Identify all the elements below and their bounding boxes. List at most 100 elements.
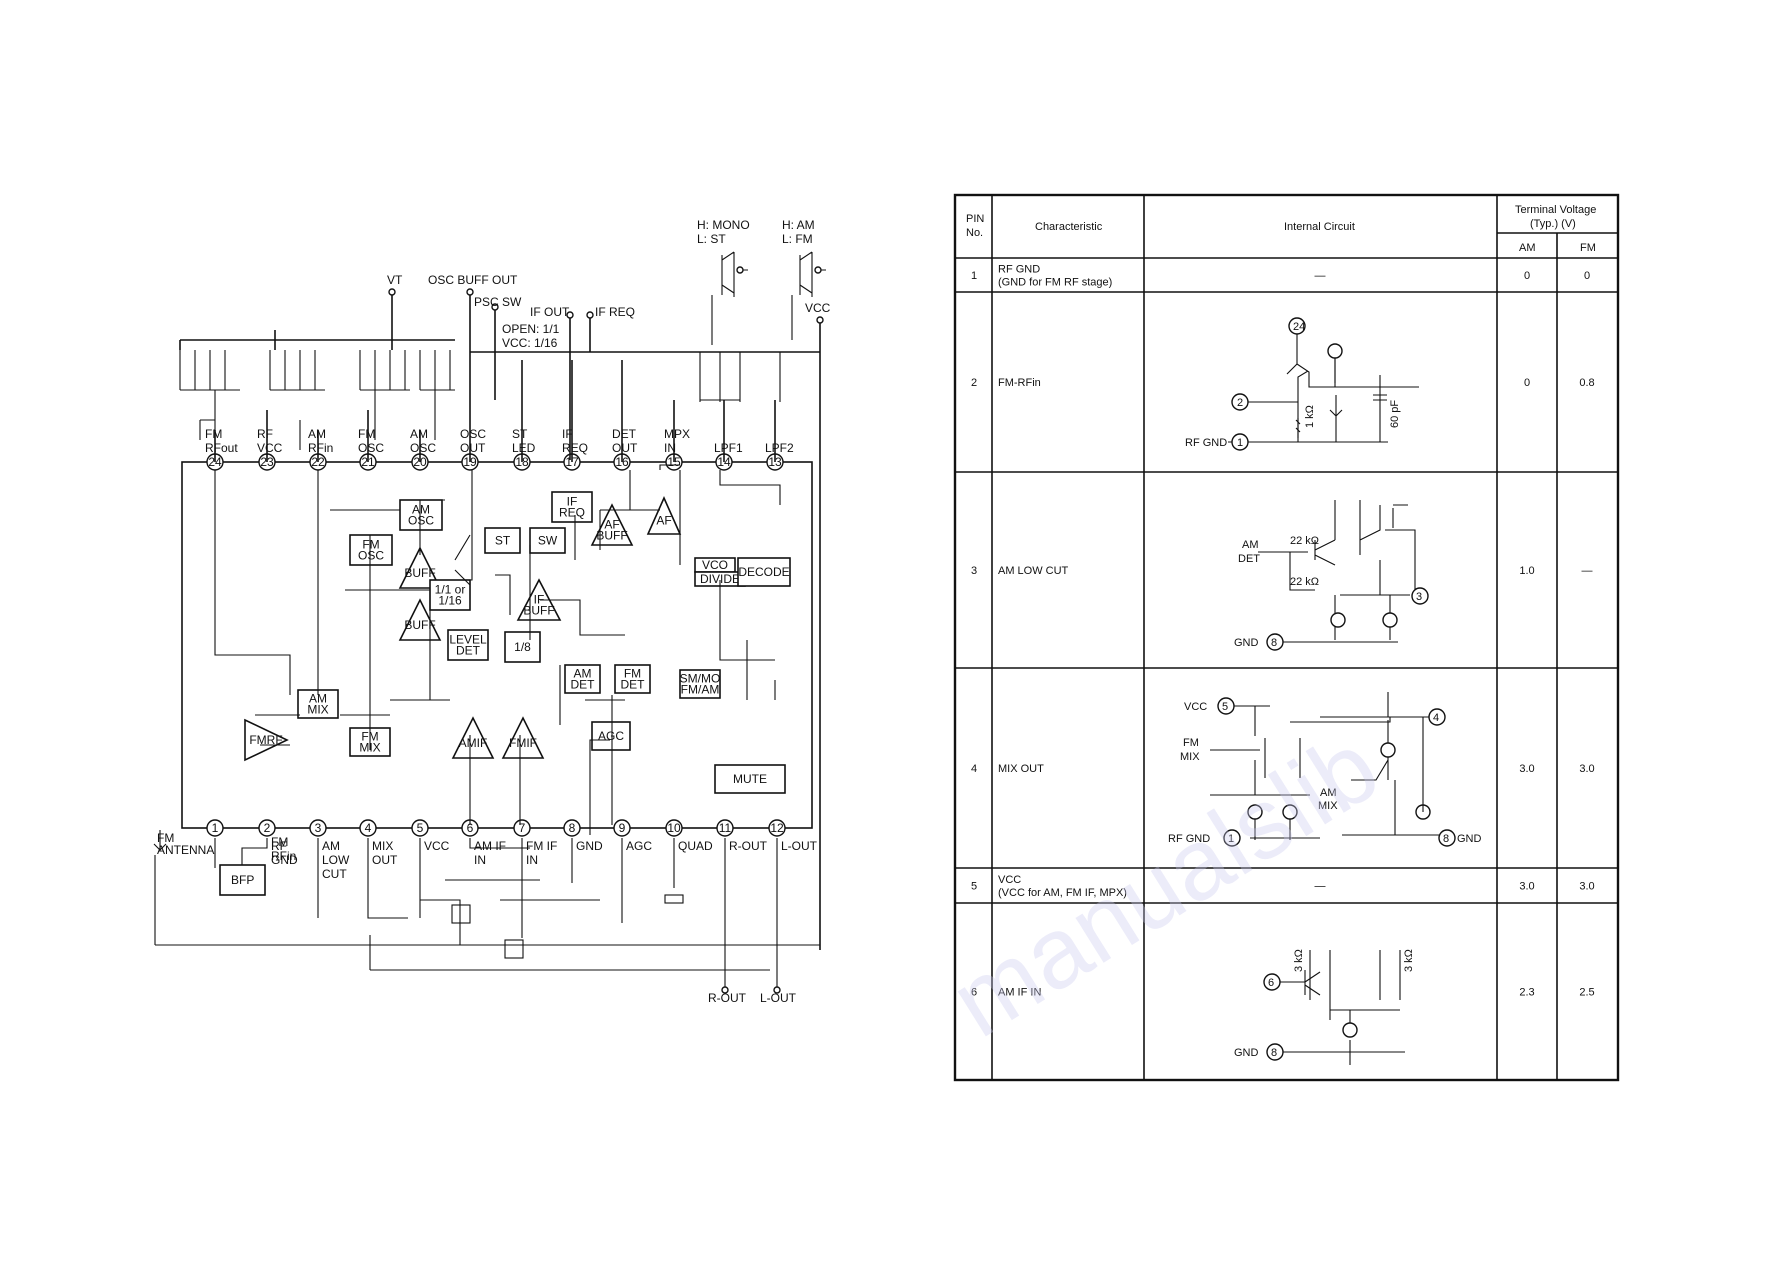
row-fm-voltage: — xyxy=(1582,565,1593,577)
row-pin-number: 5 xyxy=(971,881,977,893)
l-fm-label: L: FM xyxy=(782,232,813,246)
bottom-pin-label-2: OUT xyxy=(372,853,398,867)
bottom-pin-label-1: AM xyxy=(322,839,340,853)
row-pin-number: 6 xyxy=(971,987,977,999)
l-st-label: L: ST xyxy=(697,232,726,246)
top-pin-label-1: IF xyxy=(562,427,573,441)
af-label: AF xyxy=(656,513,671,527)
top-pin-label-1: FM xyxy=(205,427,222,441)
bottom-pin-label-1: FM IF xyxy=(526,839,557,853)
buff1-label: BUFF xyxy=(404,566,435,580)
r3-r2: 22 kΩ xyxy=(1290,576,1319,588)
vcc-116-label: VCC: 1/16 xyxy=(502,336,558,350)
row-fm-voltage: 0 xyxy=(1584,270,1590,282)
bottom-pin-2 xyxy=(258,819,276,837)
row-fm-voltage: 3.0 xyxy=(1579,763,1594,775)
row-characteristic: (VCC for AM, FM IF, MPX) xyxy=(998,887,1127,899)
fm-osc-label: FM xyxy=(362,538,379,552)
bottom-pin-number: 8 xyxy=(569,821,576,835)
row-am-voltage: 0 xyxy=(1524,270,1530,282)
sm-mo-label: FM/AM xyxy=(681,683,720,697)
r4-pin8: 8 xyxy=(1443,833,1449,845)
open-label: OPEN: 1/1 xyxy=(502,322,560,336)
divider-label: 1/16 xyxy=(438,594,462,608)
am-det-label: DET xyxy=(571,678,596,692)
if-req-label: IF REQ xyxy=(595,305,635,319)
bottom-pin-number: 3 xyxy=(315,821,322,835)
bottom-pin-8 xyxy=(563,819,581,837)
h-mono-label: H: MONO xyxy=(697,218,750,232)
top-pin-label-1: FM xyxy=(358,427,375,441)
fm-det-label: DET xyxy=(621,678,646,692)
divider-label: 1/1 or xyxy=(435,583,466,597)
row-pin-number: 3 xyxy=(971,565,977,577)
block-diagram: 24FMRFout23RFVCC22AMRFin21FMOSC20AMOSC19… xyxy=(153,218,831,1005)
am-mix-label: AM xyxy=(309,692,327,706)
row-pin-number: 1 xyxy=(971,270,977,282)
bottom-pin-3 xyxy=(309,819,327,837)
bottom-pin-label-1: RF xyxy=(271,839,287,853)
row-characteristic: AM LOW CUT xyxy=(998,565,1069,577)
top-pin-label-2: REQ xyxy=(562,441,588,455)
fm-antenna-label-2: ANTENNA xyxy=(157,843,214,857)
row-am-voltage: 0 xyxy=(1524,377,1530,389)
top-pin-row: 24FMRFout23RFVCC22AMRFin21FMOSC20AMOSC19… xyxy=(205,427,794,471)
r3-r1: 22 kΩ xyxy=(1290,535,1319,547)
row-fm-voltage: 2.5 xyxy=(1579,987,1594,999)
bottom-pin-label-2: GND xyxy=(271,853,298,867)
decode-label: DECODE xyxy=(738,565,789,579)
st-label: ST xyxy=(495,534,511,548)
fm-osc-label: OSC xyxy=(358,549,384,563)
row-characteristic: RF GND xyxy=(998,264,1040,276)
bottom-pin-number: 9 xyxy=(619,821,626,835)
top-pin-label-1: MPX xyxy=(664,427,690,441)
top-pin-label-2: RFout xyxy=(205,441,238,455)
r4-pin5: 5 xyxy=(1222,701,1228,713)
r3-det: DET xyxy=(1238,553,1260,565)
r3-pin3: 3 xyxy=(1416,591,1422,603)
af-buff-label: BUFF xyxy=(596,528,627,542)
pin-table: PIN No. Characteristic Internal Circuit … xyxy=(953,193,1620,1082)
h-am-label: H: AM xyxy=(782,218,815,232)
row-characteristic: (GND for FM RF stage) xyxy=(998,277,1112,289)
fmif-block: FMIF xyxy=(501,716,545,759)
r4-pin4: 4 xyxy=(1433,712,1439,724)
am-mix-label: MIX xyxy=(307,703,328,717)
r6-pin6: 6 xyxy=(1268,977,1274,989)
row-characteristic: AM IF IN xyxy=(998,987,1041,999)
pin2-extra-label-1: FM xyxy=(271,835,288,849)
header-pin-1: PIN xyxy=(966,213,984,225)
am-osc-label: AM xyxy=(412,503,430,517)
one-eighth-label: 1/8 xyxy=(514,640,531,654)
top-pin-label-2: OUT xyxy=(612,441,638,455)
osc-buff-out-label: OSC BUFF OUT xyxy=(428,273,518,287)
sw-block: SW xyxy=(529,527,566,554)
header-fm: FM xyxy=(1580,242,1596,254)
top-pin-label-2: LED xyxy=(512,441,536,455)
header-am: AM xyxy=(1519,242,1536,254)
bottom-pin-number: 7 xyxy=(519,821,526,835)
bottom-pin-label-1: VCC xyxy=(424,839,450,853)
r2-pin24: 24 xyxy=(1293,321,1305,333)
r2-pin1: 1 xyxy=(1237,437,1243,449)
r2-pin2: 2 xyxy=(1237,397,1243,409)
header-terminal-1: Terminal Voltage xyxy=(1515,204,1596,216)
r6-r2: 3 kΩ xyxy=(1403,949,1415,972)
buff2-label: BUFF xyxy=(404,618,435,632)
bottom-pin-number: 5 xyxy=(417,821,424,835)
row-internal-circuit: — xyxy=(1315,881,1326,893)
row-characteristic: FM-RFin xyxy=(998,377,1041,389)
top-pin-label-2: RFin xyxy=(308,441,333,455)
r4-pin1: 1 xyxy=(1228,833,1234,845)
